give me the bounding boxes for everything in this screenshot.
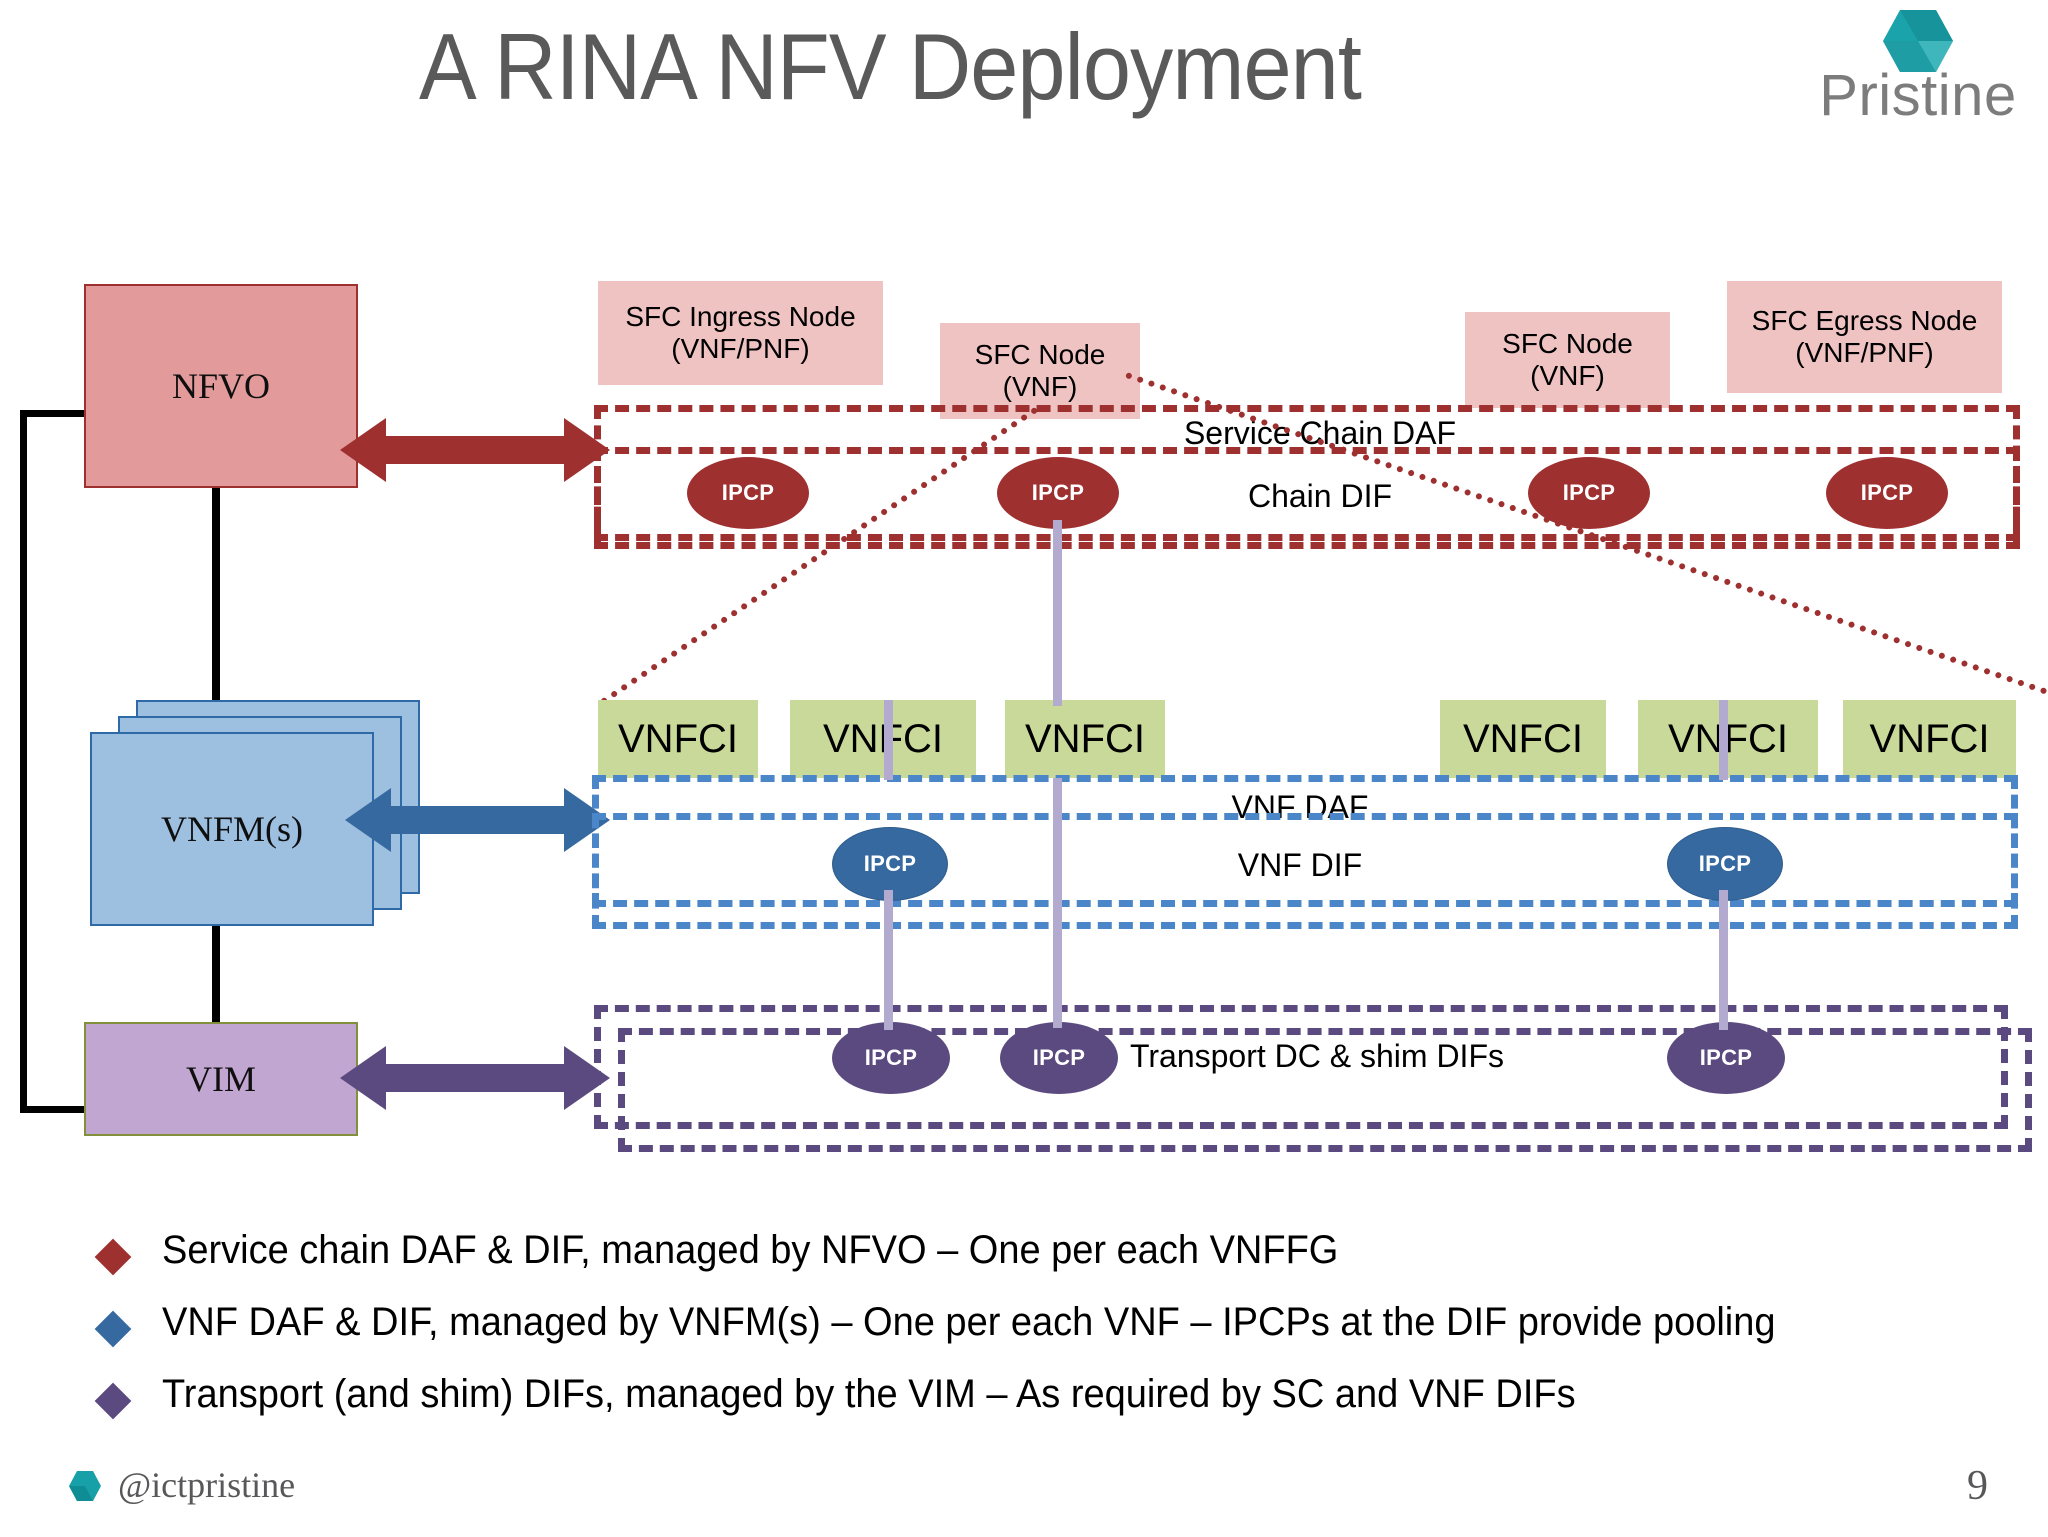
link-chain-to-vnfci bbox=[1053, 520, 1062, 706]
vnfci-label: VNFCI bbox=[1869, 716, 1990, 761]
ipcp-label: IPCP bbox=[1031, 480, 1085, 505]
vnfci-label: VNFCI bbox=[1463, 716, 1583, 761]
chain-dif-frame bbox=[594, 447, 2020, 549]
vnfci-label: VNFCI bbox=[1025, 716, 1145, 761]
list-item: Service chain DAF & DIF, managed by NFVO… bbox=[94, 1228, 2000, 1300]
chain-ipcp[interactable]: IPCP bbox=[997, 457, 1119, 529]
sfc-node-box[interactable]: SFC Ingress Node (VNF/PNF) bbox=[598, 281, 883, 385]
transport-ipcp[interactable]: IPCP bbox=[1000, 1022, 1118, 1094]
twitter-handle[interactable]: @ictpristine bbox=[118, 1465, 296, 1505]
vnf-dif-label: VNF DIF bbox=[1237, 847, 1363, 883]
chain-ipcp[interactable]: IPCP bbox=[1528, 457, 1650, 529]
sfc-node-box[interactable]: SFC Node (VNF) bbox=[1465, 312, 1670, 408]
sfc-node-line2: (VNF/PNF) bbox=[1795, 337, 1934, 368]
link-vnf-ipcp-to-transport bbox=[884, 890, 893, 1030]
vim-label: VIM bbox=[186, 1059, 256, 1099]
page-title: A RINA NFV Deployment bbox=[419, 14, 1362, 119]
vnfci-box[interactable]: VNFCI bbox=[1638, 700, 1818, 778]
vnf-ipcp[interactable]: IPCP bbox=[832, 827, 948, 901]
nfvo-chain-arrow bbox=[340, 418, 610, 482]
sfc-node-box[interactable]: SFC Egress Node (VNF/PNF) bbox=[1727, 281, 2002, 393]
diamond-bullet-icon bbox=[94, 1310, 132, 1348]
ipcp-label: IPCP bbox=[1699, 1045, 1753, 1070]
link-vnfci-to-transport bbox=[1053, 778, 1062, 1028]
nfvo-label: NFVO bbox=[171, 366, 270, 406]
chain-dif-label: Chain DIF bbox=[1247, 478, 1393, 514]
sfc-node-line1: SFC Node bbox=[974, 338, 1106, 370]
link-vnfci-to-vnf-ipcp bbox=[884, 700, 893, 780]
vnf-dif-frame bbox=[592, 813, 2018, 929]
vnfci-label: VNFCI bbox=[618, 716, 738, 761]
connector-line-nfvo-left bbox=[20, 410, 92, 417]
sfc-node-line2: (VNF) bbox=[1530, 360, 1605, 391]
bullet-text: Service chain DAF & DIF, managed by NFVO… bbox=[162, 1228, 1339, 1272]
vnfci-box[interactable]: VNFCI bbox=[790, 700, 976, 778]
vnfm-vnf-arrow bbox=[345, 788, 610, 852]
vnfci-label: VNFCI bbox=[1668, 716, 1788, 761]
ipcp-label: IPCP bbox=[1860, 480, 1914, 505]
logo-wordmark: Pristine bbox=[1819, 63, 2017, 128]
transport-dif-frame-back bbox=[618, 1028, 2032, 1152]
bullet-text: VNF DAF & DIF, managed by VNFM(s) – One … bbox=[162, 1300, 1776, 1344]
vim-box[interactable]: VIM bbox=[84, 1022, 358, 1136]
diamond-bullet-icon bbox=[94, 1238, 132, 1276]
ipcp-label: IPCP bbox=[1032, 1045, 1086, 1070]
link-vnfci-to-vnf-ipcp bbox=[1719, 700, 1728, 780]
sfc-node-line1: SFC Ingress Node bbox=[625, 300, 856, 332]
vim-transport-arrow bbox=[340, 1046, 610, 1110]
transport-ipcp[interactable]: IPCP bbox=[832, 1022, 950, 1094]
page-number: 9 bbox=[1967, 1463, 1988, 1509]
vnfci-label: VNFCI bbox=[823, 716, 943, 761]
bullet-list: Service chain DAF & DIF, managed by NFVO… bbox=[94, 1228, 2000, 1444]
ipcp-label: IPCP bbox=[864, 1045, 918, 1070]
connector-line-nfvo-vnfm bbox=[212, 482, 220, 734]
ipcp-label: IPCP bbox=[1698, 851, 1752, 876]
vnf-ipcp[interactable]: IPCP bbox=[1667, 827, 1783, 901]
transport-ipcp[interactable]: IPCP bbox=[1667, 1022, 1785, 1094]
chain-ipcp[interactable]: IPCP bbox=[687, 457, 809, 529]
ipcp-label: IPCP bbox=[721, 480, 775, 505]
footer-hexagon-icon bbox=[68, 1470, 102, 1502]
transport-dif-frame-front bbox=[594, 1005, 2008, 1129]
pristine-logo: Pristine bbox=[1798, 6, 2038, 142]
ipcp-label: IPCP bbox=[1562, 480, 1616, 505]
service-chain-daf-label: Service Chain DAF bbox=[1183, 415, 1457, 451]
vnfci-box[interactable]: VNFCI bbox=[598, 700, 758, 778]
link-vnf-ipcp-to-transport bbox=[1719, 890, 1728, 1030]
ipcp-label: IPCP bbox=[863, 851, 917, 876]
vnfm-box[interactable]: VNFM(s) bbox=[90, 732, 374, 926]
sfc-node-box[interactable]: SFC Node (VNF) bbox=[940, 323, 1140, 419]
vnfm-label: VNFM(s) bbox=[160, 809, 303, 849]
list-item: Transport (and shim) DIFs, managed by th… bbox=[94, 1372, 2000, 1444]
transport-dif-label: Transport DC & shim DIFs bbox=[1130, 1038, 1504, 1074]
nfvo-box[interactable]: NFVO bbox=[84, 284, 358, 488]
sfc-node-line1: SFC Node bbox=[1502, 327, 1633, 359]
connector-line-vim-left bbox=[20, 1106, 92, 1113]
list-item: VNF DAF & DIF, managed by VNFM(s) – One … bbox=[94, 1300, 2000, 1372]
bullet-text: Transport (and shim) DIFs, managed by th… bbox=[162, 1372, 1576, 1416]
hexagon-icon bbox=[1882, 8, 1954, 74]
chain-ipcp[interactable]: IPCP bbox=[1826, 457, 1948, 529]
diamond-bullet-icon bbox=[94, 1382, 132, 1420]
connector-line-vnfm-vim bbox=[212, 920, 220, 1024]
vnfci-box[interactable]: VNFCI bbox=[1843, 700, 2016, 778]
sfc-node-line2: (VNF/PNF) bbox=[671, 333, 810, 364]
vnfci-box[interactable]: VNFCI bbox=[1440, 700, 1606, 778]
sfc-node-line1: SFC Egress Node bbox=[1751, 304, 1978, 336]
vnfci-box[interactable]: VNFCI bbox=[1005, 700, 1165, 778]
connector-line-left-vertical bbox=[20, 410, 27, 1113]
sfc-node-line2: (VNF) bbox=[1002, 371, 1078, 402]
